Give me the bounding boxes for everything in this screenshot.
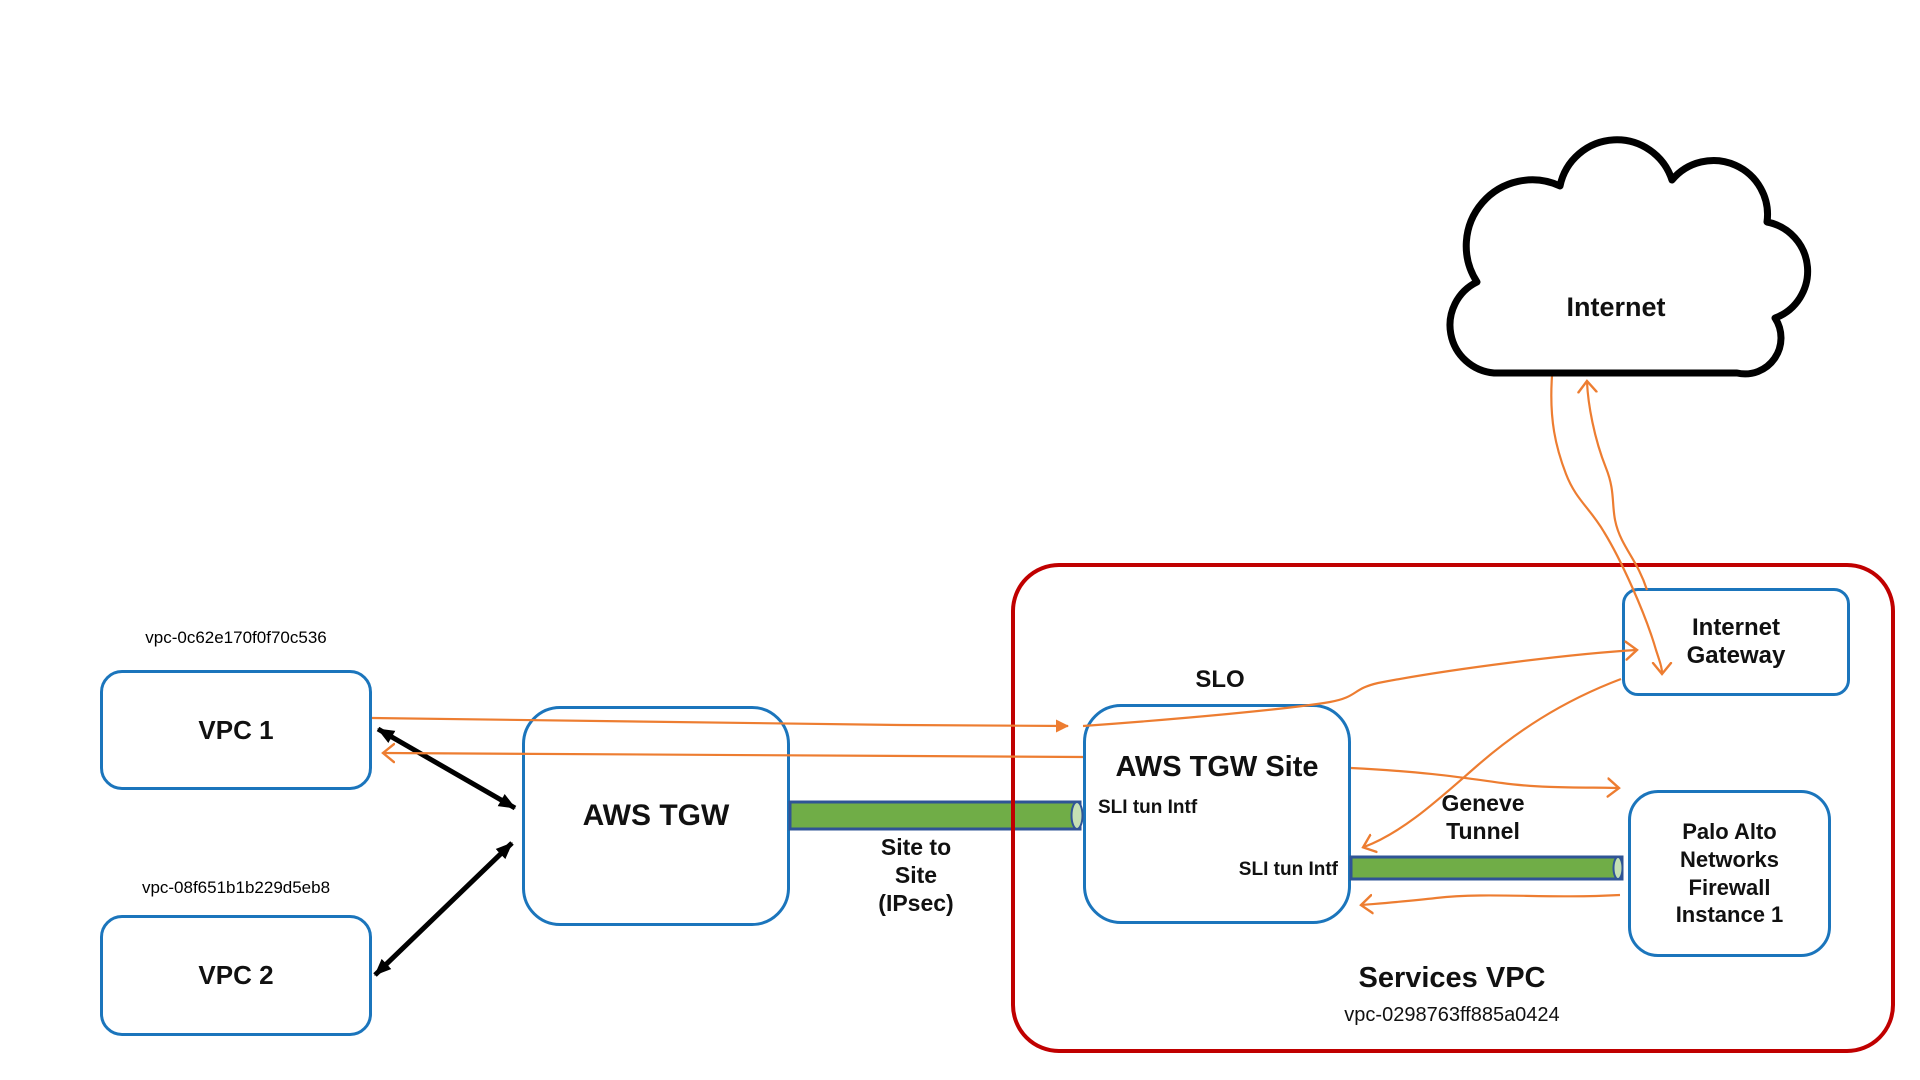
- site-to-site-tunnel-label: Site to Site (IPsec): [878, 834, 954, 917]
- flow-igw-to-internet: [1587, 382, 1649, 591]
- vpc1-node: VPC 1: [100, 670, 372, 790]
- tgw-vpc2-link: [373, 841, 514, 977]
- internet-label: Internet: [1566, 292, 1666, 322]
- aws-tgw-site-node: AWS TGW Site SLI tun Intf SLI tun Intf: [1083, 704, 1351, 924]
- sli-tun-intf-top-label: SLI tun Intf: [1098, 797, 1198, 818]
- vpc1-label: VPC 1: [198, 714, 274, 745]
- sli-tun-intf-bottom-label: SLI tun Intf: [1238, 859, 1338, 880]
- vpc2-id-label: vpc-08f651b1b229d5eb8: [141, 878, 331, 897]
- tunnel-end-cap: [1612, 856, 1624, 880]
- services-vpc-label: Services VPC: [1358, 962, 1546, 994]
- palo-alto-firewall-label: Palo Alto Networks Firewall Instance 1: [1675, 819, 1784, 928]
- site-to-site-tunnel: [788, 800, 1084, 831]
- geneve-tunnel: [1349, 855, 1624, 881]
- aws-tgw-site-label: AWS TGW Site: [1115, 751, 1319, 783]
- tunnel-end-cap: [1070, 801, 1084, 830]
- vpc2-label: VPC 2: [198, 960, 274, 990]
- flow-tgw-site-to-firewall: [1350, 766, 1618, 788]
- services-vpc-id-label: vpc-0298763ff885a0424: [1344, 1004, 1560, 1026]
- tgw-vpc1-link: [376, 726, 517, 811]
- aws-tgw-node: AWS TGW: [522, 706, 790, 926]
- internet-cloud-icon: [1446, 136, 1812, 378]
- aws-tgw-label: AWS TGW: [582, 799, 730, 832]
- flow-firewall-to-tgw-site: [1362, 893, 1621, 905]
- palo-alto-firewall-node: Palo Alto Networks Firewall Instance 1: [1628, 790, 1831, 957]
- internet-gateway-label: Internet Gateway: [1686, 614, 1786, 669]
- internet-gateway-node: Internet Gateway: [1622, 588, 1850, 696]
- vpc2-node: VPC 2: [100, 915, 372, 1036]
- slo-label: SLO: [1195, 666, 1245, 693]
- geneve-tunnel-label: Geneve Tunnel: [1441, 790, 1525, 845]
- vpc1-id-label: vpc-0c62e170f0f70c536: [145, 628, 327, 647]
